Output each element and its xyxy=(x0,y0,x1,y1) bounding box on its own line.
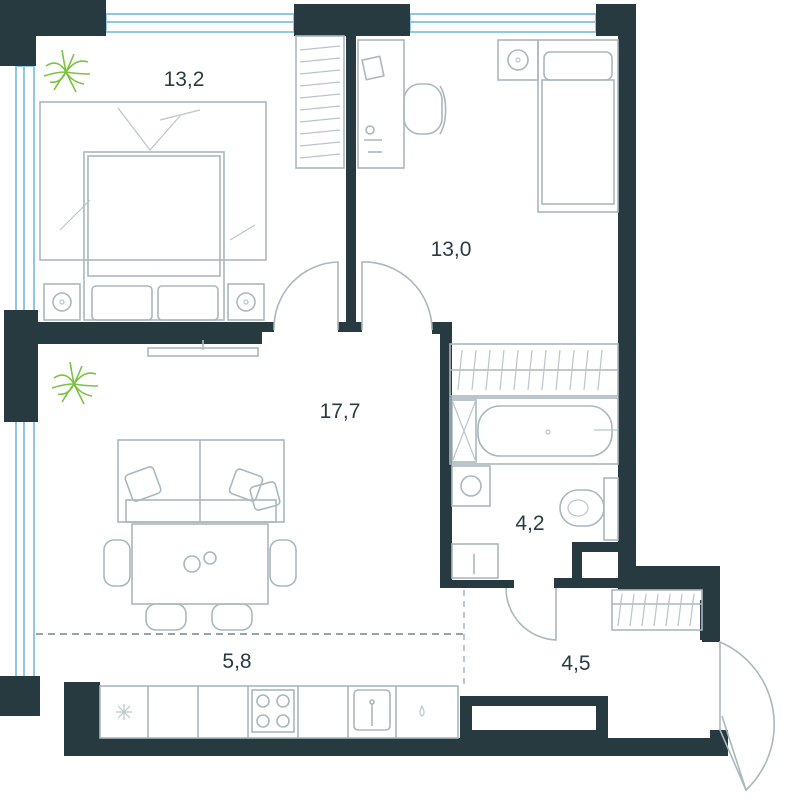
plant-icon xyxy=(43,49,91,93)
room-area-bathroom: 4,2 xyxy=(515,512,544,535)
bathroom xyxy=(449,397,619,579)
doors xyxy=(273,261,775,792)
living-room xyxy=(36,340,465,686)
bedroom-1 xyxy=(39,101,267,321)
windows xyxy=(15,13,597,679)
walls xyxy=(0,0,728,756)
bedroom-2 xyxy=(295,35,619,397)
hallway xyxy=(611,589,703,631)
plant-icon xyxy=(51,361,99,405)
room-area-living-room: 17,7 xyxy=(320,400,361,423)
room-area-bedroom-1: 13,2 xyxy=(164,68,205,91)
room-area-kitchen: 5,8 xyxy=(222,650,251,673)
kitchen xyxy=(99,685,459,739)
room-area-hallway: 4,5 xyxy=(561,652,590,675)
room-area-bedroom-2: 13,0 xyxy=(431,238,472,261)
